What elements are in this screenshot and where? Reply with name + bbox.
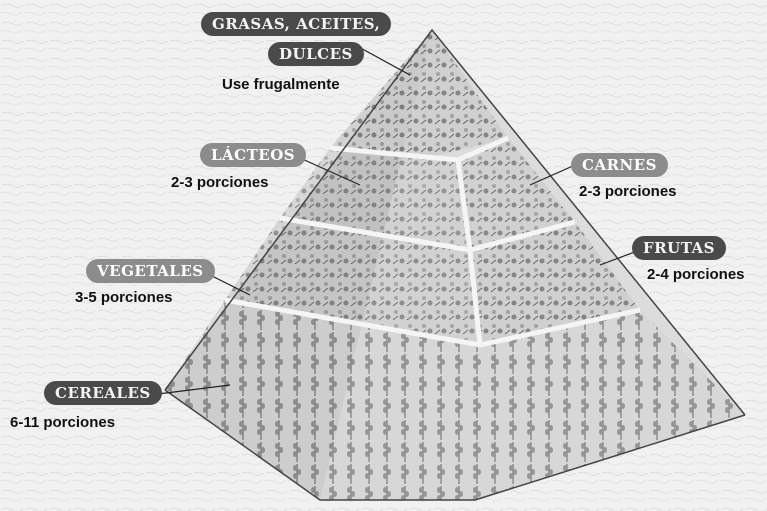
- label-vegetales: VEGETALES: [86, 259, 215, 283]
- label-carnes: CARNES: [571, 153, 668, 177]
- portion-frutas: 2-4 porciones: [647, 266, 745, 283]
- portion-vegetales: 3-5 porciones: [75, 289, 173, 306]
- label-lacteos: LÁCTEOS: [200, 143, 306, 167]
- portion-lacteos: 2-3 porciones: [171, 174, 269, 191]
- portion-cereales: 6-11 porciones: [10, 414, 115, 431]
- portion-carnes: 2-3 porciones: [579, 183, 677, 200]
- label-cereales: CEREALES: [44, 381, 162, 405]
- label-frutas: FRUTAS: [632, 236, 726, 260]
- portion-grasas: Use frugalmente: [222, 76, 340, 93]
- label-grasas-line2: DULCES: [268, 42, 364, 66]
- label-grasas-line1: GRASAS, ACEITES,: [201, 12, 391, 36]
